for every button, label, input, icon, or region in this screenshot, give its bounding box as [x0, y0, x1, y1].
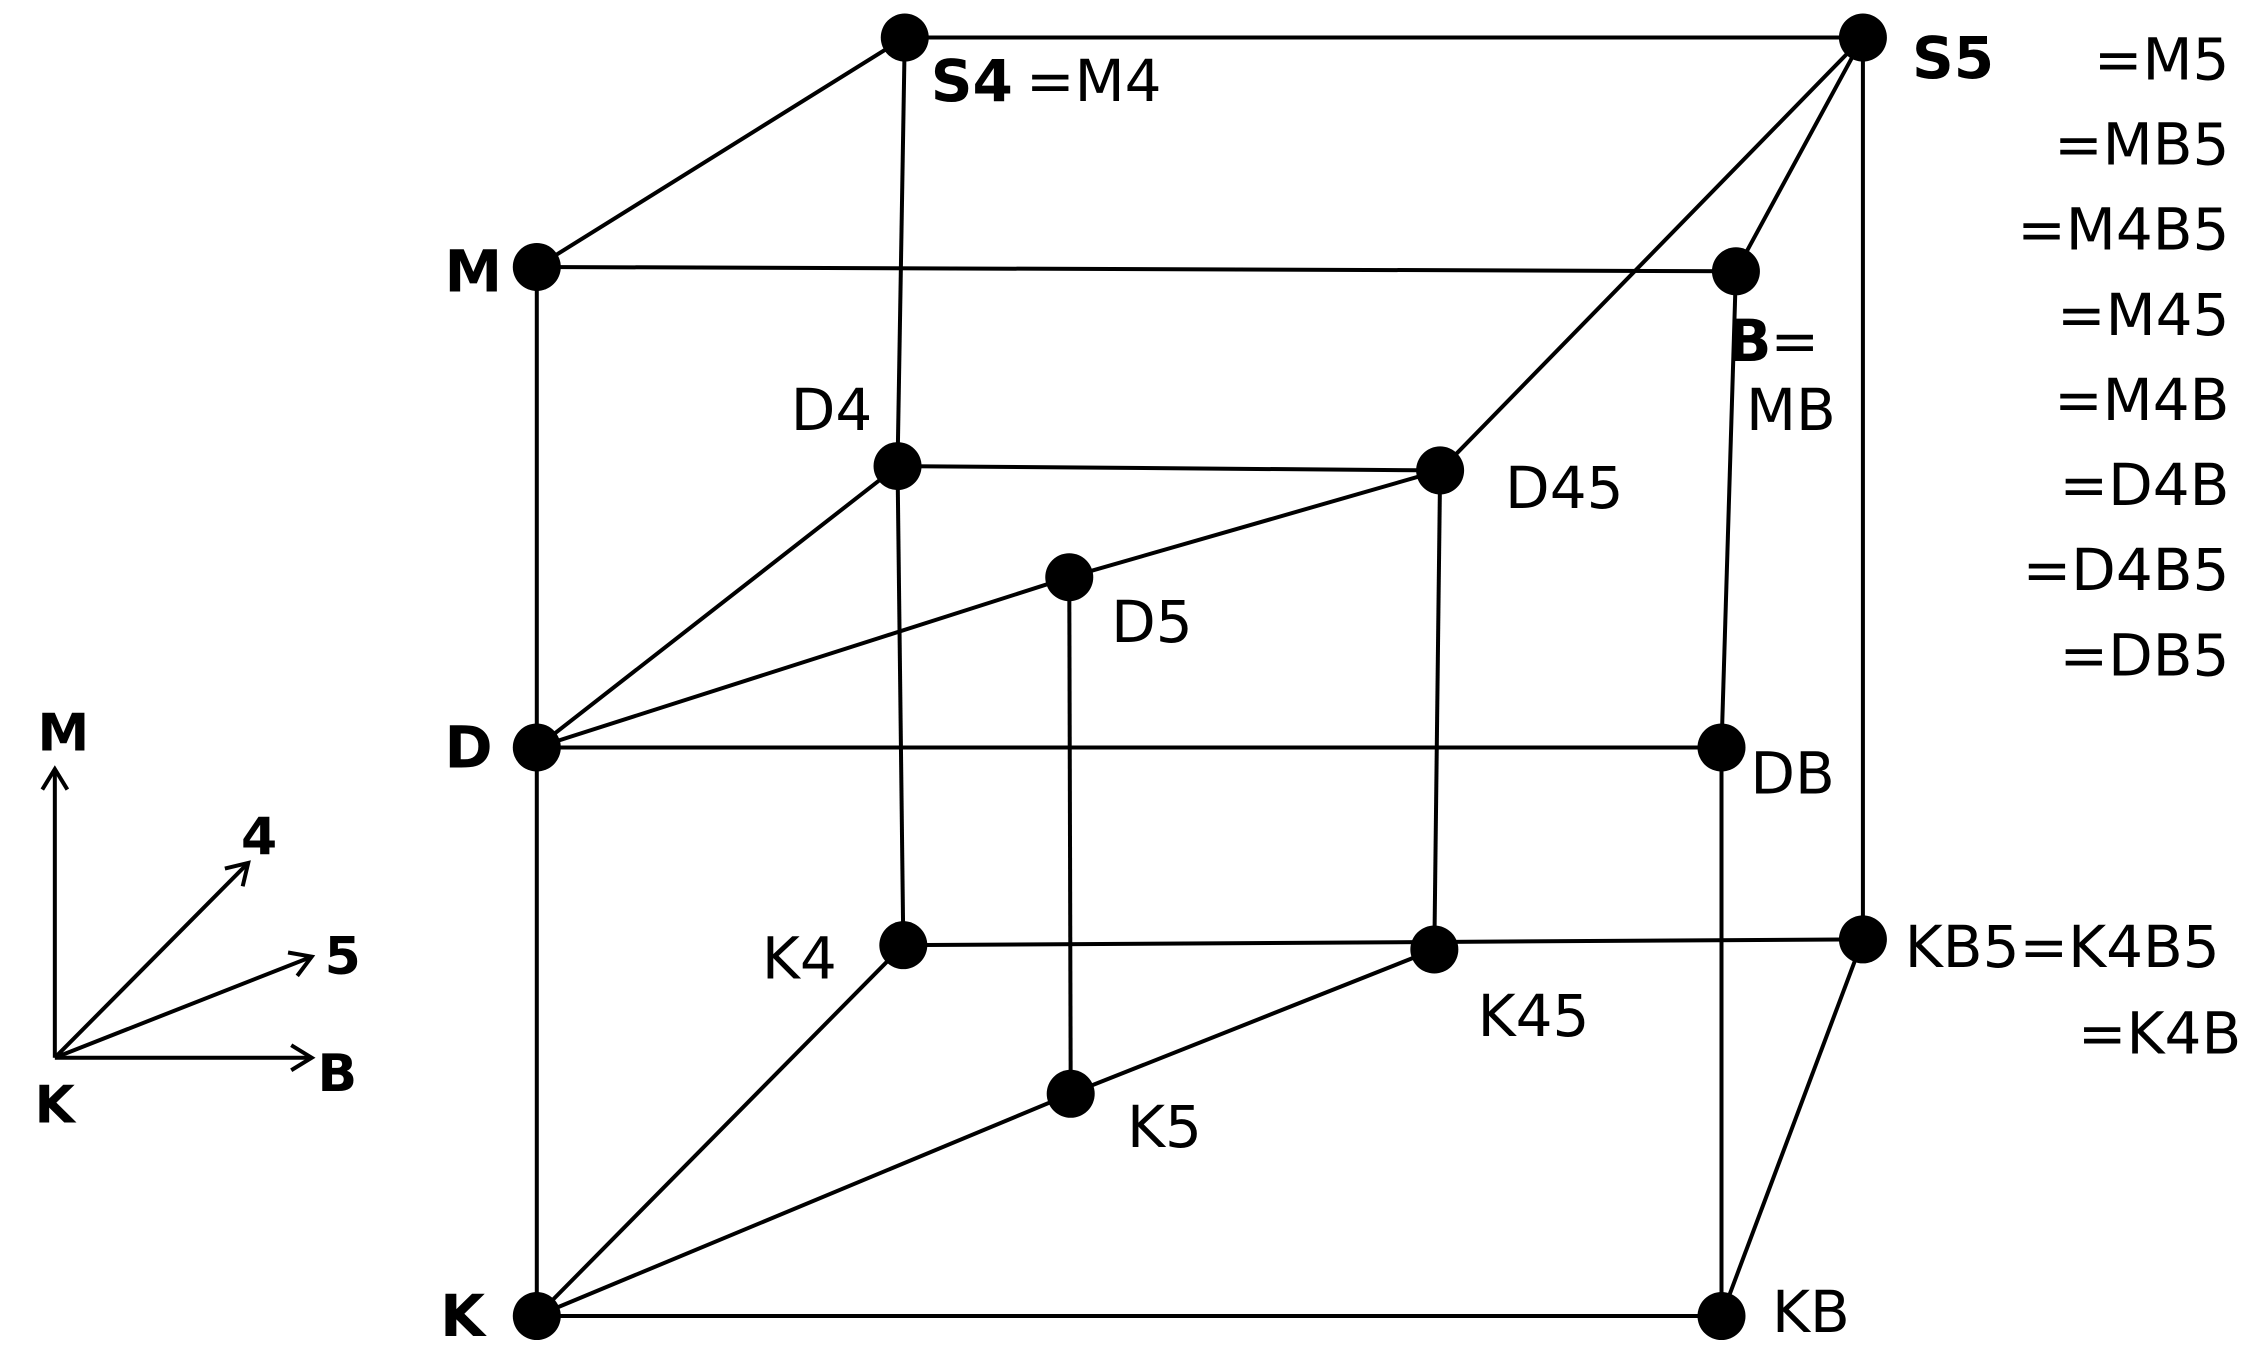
label-d5-0: D5	[1111, 588, 1193, 656]
edge-k5-k	[536, 1091, 1072, 1318]
s5-equivalent-0: =M5	[2094, 25, 2230, 93]
node-k	[512, 1292, 561, 1341]
axis-label-m: M	[38, 703, 90, 763]
label-s4-1: =M4	[1026, 47, 1162, 115]
s5-equivalent-2: =M4B5	[2017, 196, 2229, 264]
edge-s5-b	[1734, 36, 1865, 273]
edge-k5-k45	[1069, 947, 1436, 1096]
axis-label-b: B	[317, 1044, 357, 1104]
label-k4-0: K4	[762, 924, 837, 992]
s5-equivalent-6: =D4B5	[2023, 536, 2230, 604]
nodes	[512, 13, 1887, 1341]
edge-b-db	[1719, 271, 1738, 748]
label-b-1: =	[1771, 307, 1820, 375]
s5-equivalent-5: =D4B	[2059, 451, 2229, 519]
node-db	[1697, 723, 1746, 772]
label-b-0: B	[1727, 307, 1771, 375]
s5-equivalents-list: =M5 =MB5 =M4B5 =M45 =M4B =D4B =D4B5 =DB5	[2017, 25, 2229, 689]
label-s4-0: S4	[931, 47, 1013, 115]
axis-origin-label: K	[35, 1076, 77, 1136]
edge-k4-kb5	[903, 937, 1863, 948]
axis-arrow-b	[54, 1043, 316, 1072]
label-m-0: M	[444, 237, 502, 305]
s5-equivalent-1: =MB5	[2054, 111, 2229, 179]
node-d45	[1416, 446, 1465, 495]
node-m	[512, 242, 561, 291]
node-k5	[1046, 1069, 1095, 1118]
label-k-0: K	[440, 1282, 487, 1350]
node-b	[1711, 247, 1760, 296]
node-d4	[873, 442, 922, 491]
edge-d4-d	[535, 464, 899, 750]
edge-d4-k4	[895, 466, 906, 946]
label-kb-0: KB	[1772, 1278, 1850, 1346]
axes-legend: M 45B K	[35, 703, 361, 1135]
label-kb5-0: KB5=K4B5	[1905, 913, 2220, 981]
edge-k4-k	[535, 943, 905, 1318]
node-d5	[1045, 553, 1094, 602]
axis-label-4: 4	[241, 807, 277, 867]
axis-label-5: 5	[325, 927, 361, 987]
edge-d5-d	[536, 575, 1070, 750]
axis-arrow-m	[40, 765, 70, 1058]
edge-kb5-kb	[1719, 938, 1865, 1317]
edge-d4-d45	[897, 464, 1441, 473]
edges	[534, 35, 1865, 1319]
label-d45-0: D45	[1505, 454, 1623, 522]
node-s4	[880, 13, 929, 62]
label-d4-0: D4	[791, 376, 873, 444]
axis-arrow-5	[54, 950, 316, 1060]
node-kb	[1697, 1292, 1746, 1341]
s5-equivalent-4: =M4B	[2054, 366, 2229, 434]
node-k45	[1410, 925, 1459, 974]
label-k45-0: K45	[1478, 982, 1590, 1050]
edge-d5-k5	[1067, 577, 1073, 1094]
edge-s4-m	[535, 35, 906, 269]
label-k5-0: K5	[1127, 1093, 1202, 1161]
edge-d45-k45	[1432, 470, 1443, 950]
s5-equivalent-3: =M45	[2057, 281, 2229, 349]
label-d-0: D	[444, 714, 492, 782]
edge-s4-d4	[895, 37, 907, 467]
node-d	[512, 723, 561, 772]
label-kb5-1: =K4B	[2078, 999, 2241, 1067]
label-b-2: MB	[1746, 376, 1836, 444]
node-k4	[879, 921, 928, 970]
node-s5	[1838, 13, 1887, 62]
edge-s5-d45	[1438, 36, 1865, 472]
label-s5-0: S5	[1912, 24, 1994, 92]
edge-d5-d45	[1068, 468, 1441, 580]
node-kb5	[1838, 915, 1887, 964]
s5-equivalent-7: =DB5	[2059, 621, 2229, 689]
label-db-0: DB	[1750, 740, 1834, 808]
axis-arrow-4	[53, 860, 251, 1060]
edge-m-b	[536, 264, 1736, 274]
